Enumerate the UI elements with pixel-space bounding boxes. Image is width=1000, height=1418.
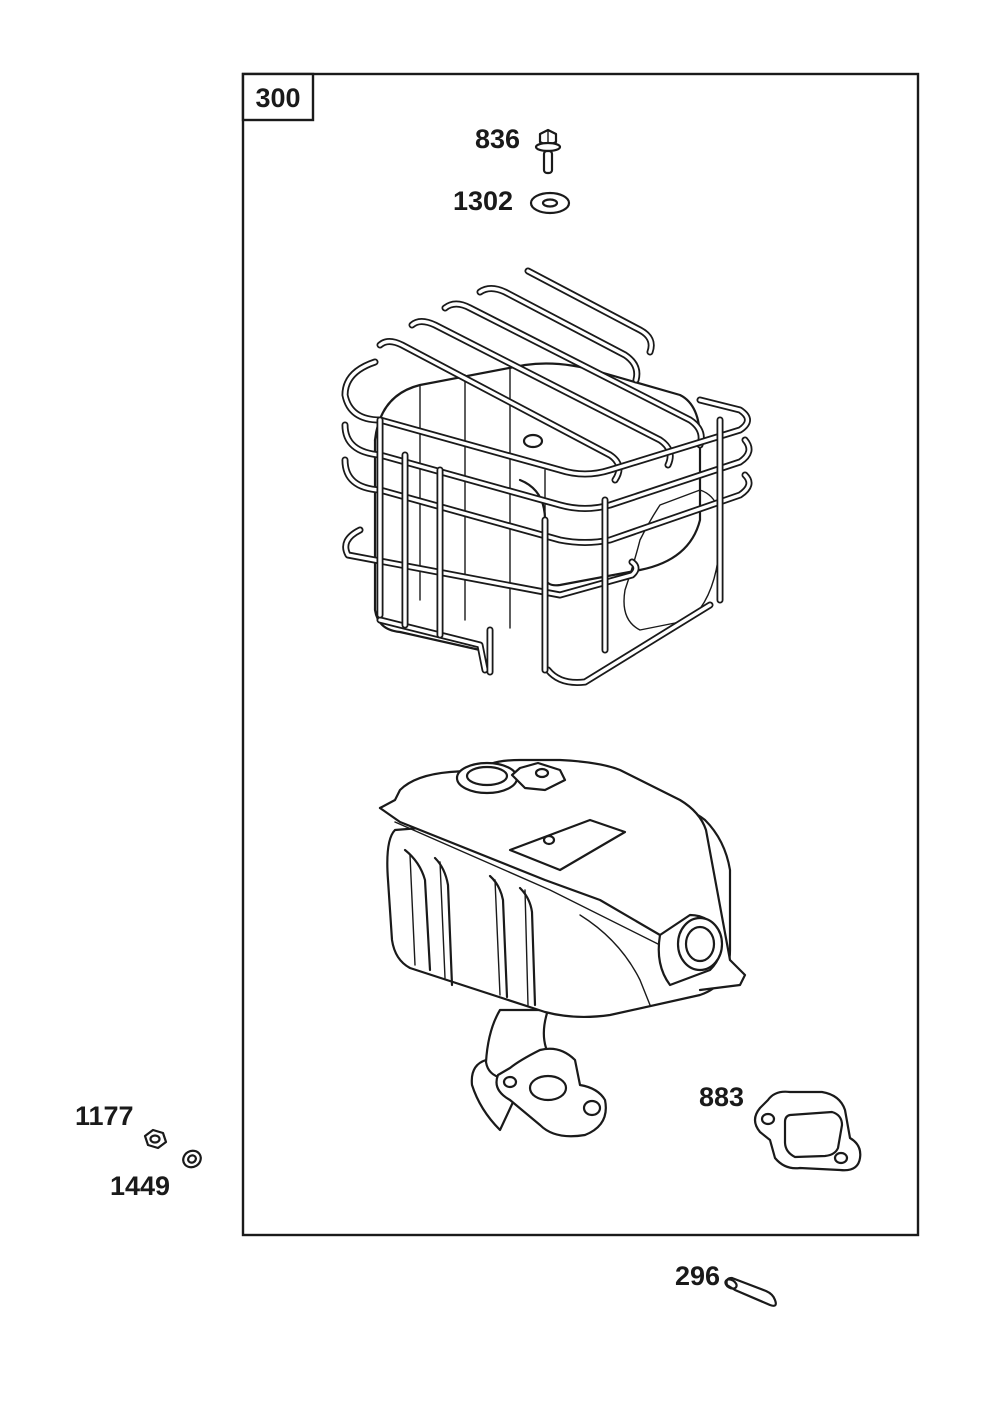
assembly-number: 300 xyxy=(255,83,300,113)
part-296-pin[interactable] xyxy=(724,1276,777,1307)
assembly-frame xyxy=(241,72,920,1237)
part-836-bolt[interactable] xyxy=(534,128,562,175)
callout-1177: 1177 xyxy=(75,1101,134,1131)
callout-296: 296 xyxy=(675,1261,720,1291)
callout-836: 836 xyxy=(475,124,520,154)
part-1177-nut[interactable] xyxy=(143,1128,168,1150)
callout-1449: 1449 xyxy=(110,1171,170,1201)
part-883-gasket[interactable] xyxy=(753,1090,862,1172)
part-1302-washer[interactable] xyxy=(529,191,571,215)
part-muffler[interactable] xyxy=(378,758,747,1138)
callout-1302: 1302 xyxy=(453,186,513,216)
assembly-number-box xyxy=(241,72,315,122)
part-1449-washer[interactable] xyxy=(180,1148,204,1171)
callout-883: 883 xyxy=(699,1082,744,1112)
part-muffler-guard[interactable] xyxy=(341,267,753,686)
